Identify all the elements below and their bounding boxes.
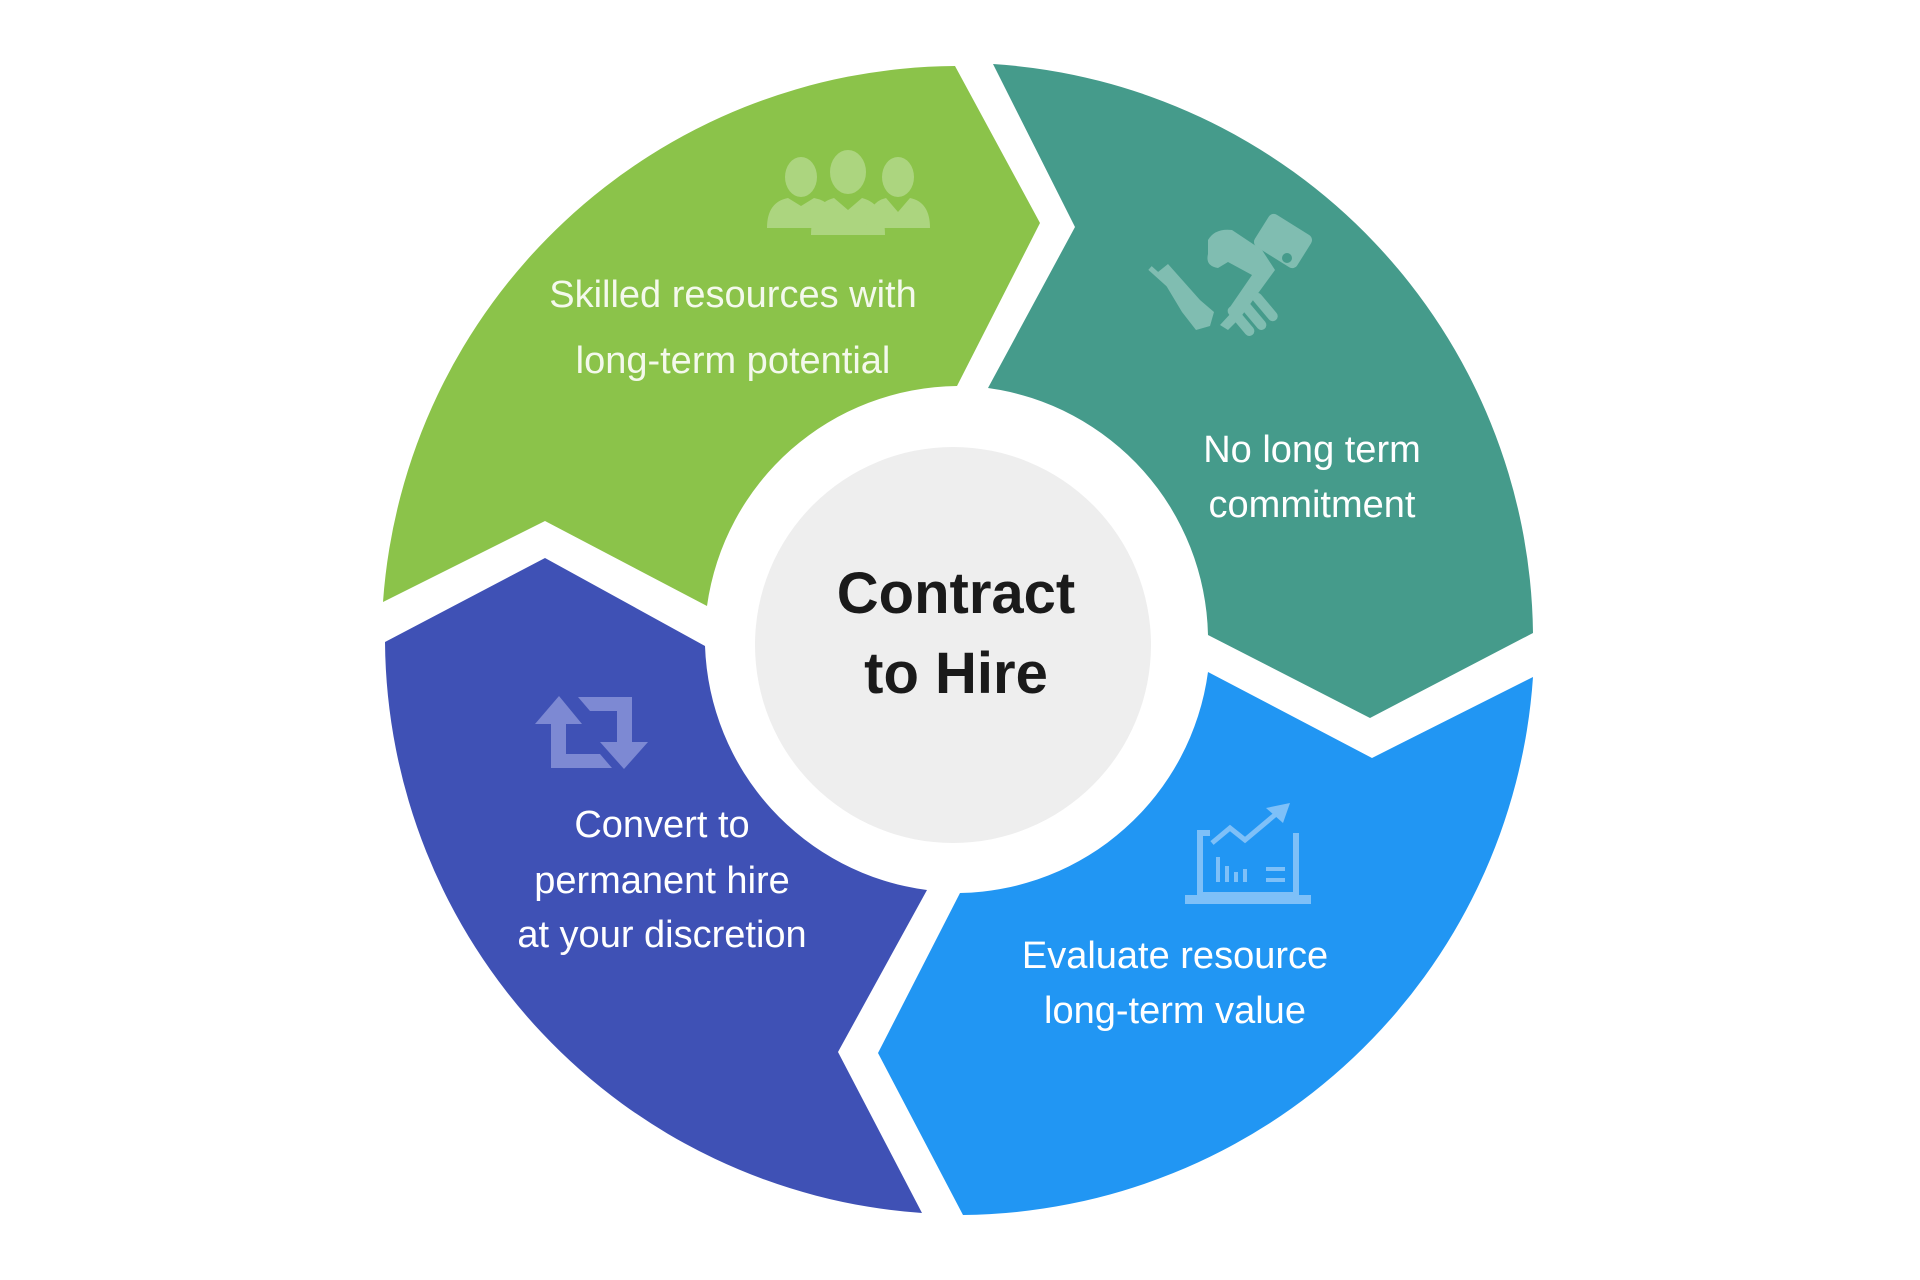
handshake-icon bbox=[1148, 213, 1313, 336]
center-title-line-2: to Hire bbox=[864, 641, 1048, 706]
segment-text-line: Convert to bbox=[574, 804, 749, 846]
repeat-arrows-icon bbox=[535, 696, 648, 769]
segment-shape-green bbox=[383, 66, 1040, 606]
people-group-icon bbox=[767, 150, 930, 235]
segment-text-line: commitment bbox=[1209, 484, 1416, 526]
segment-text-line: at your discretion bbox=[517, 914, 806, 956]
segment-shape-blue bbox=[878, 672, 1533, 1215]
segment-text-line: Skilled resources with bbox=[549, 274, 916, 316]
segment-skilled-resources: Skilled resources with long-term potenti… bbox=[383, 66, 1040, 606]
segment-evaluate-value: Evaluate resource long-term value bbox=[878, 672, 1533, 1215]
center-title-line-1: Contract bbox=[837, 561, 1075, 626]
segment-shape-navy bbox=[385, 558, 927, 1213]
segment-convert-permanent: Convert to permanent hire at your discre… bbox=[385, 558, 927, 1213]
center-hub: Contract to Hire bbox=[755, 447, 1151, 843]
center-circle bbox=[755, 447, 1151, 843]
segment-shape-teal bbox=[988, 64, 1533, 718]
segment-text-line: Evaluate resource bbox=[1022, 935, 1328, 977]
segment-text-line: permanent hire bbox=[534, 860, 790, 902]
segment-text-line: No long term bbox=[1203, 429, 1421, 471]
segment-text-line: long-term potential bbox=[576, 340, 891, 382]
segment-no-commitment: No long term commitment bbox=[988, 64, 1533, 718]
segment-text-line: long-term value bbox=[1044, 990, 1306, 1032]
laptop-chart-icon bbox=[1185, 803, 1311, 904]
